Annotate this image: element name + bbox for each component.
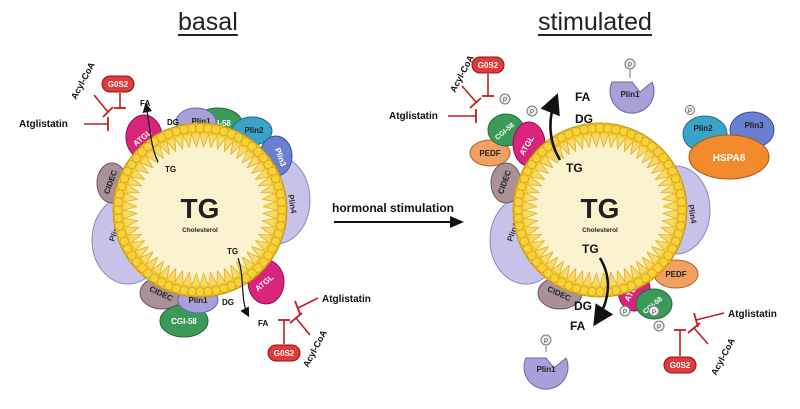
basal-acylcoa-bottom: Acyl-CoA: [301, 328, 329, 369]
phospho-5: P: [657, 325, 661, 331]
stim-tg-top: TG: [566, 161, 583, 175]
basal-arrow-tg-fa-top: [142, 102, 159, 163]
phospho-4: P: [623, 310, 627, 316]
stim-lipid-droplet: TG Cholesterol: [512, 122, 688, 298]
hspa8-plin2-label: Plin2: [693, 124, 713, 133]
basal-atglistatin-bottom: Atglistatin: [322, 294, 371, 305]
stimulated-title: stimulated: [538, 8, 652, 36]
basal-tg-top: TG: [165, 165, 176, 174]
stim-dg-bottom: DG: [574, 299, 592, 313]
stim-plin4-right-label: Plin4: [686, 204, 698, 225]
basal-core-label: TG: [181, 193, 220, 224]
stim-plin1-free-bottom: P Plin1: [523, 334, 569, 390]
basal-g0s2-top-label: G0S2: [108, 80, 129, 89]
stim-phospholipid-beads: [513, 123, 687, 297]
hspa8: [688, 134, 770, 180]
basal-fa-top: FA: [140, 99, 150, 108]
basal-atglistatin-top: Atglistatin: [19, 119, 68, 130]
phospho-8: P: [688, 109, 692, 115]
stim-pedf-top: [469, 139, 511, 167]
basal-g0s2-top: [101, 75, 135, 93]
basal-plin1-bottom-label: Plin1: [188, 296, 208, 305]
stim-g0s2-bottom: [663, 356, 697, 374]
stim-g0s2-bottom-label: G0S2: [670, 361, 691, 370]
basal-fa-bottom: FA: [258, 319, 268, 328]
basal-plin4-right-label: Plin4: [286, 194, 298, 215]
stim-cgi58-bottom: [635, 288, 673, 320]
basal-tg-bottom: TG: [227, 247, 238, 256]
hspa8-label: HSPA8: [713, 153, 746, 164]
stim-pedf-top-label: PEDF: [479, 149, 500, 158]
stim-g0s2-top-label: G0S2: [478, 61, 499, 70]
stim-arrow-tg-fa-top: [540, 93, 562, 161]
basal-dg-bottom: DG: [222, 298, 234, 307]
hormonal-stimulation-label: hormonal stimulation: [332, 201, 454, 215]
stim-tg-bottom: TG: [582, 242, 599, 256]
basal-dg-top: DG: [167, 118, 179, 127]
basal-inhib-acylcoa-top: [93, 94, 109, 113]
stim-g0s2-top: [471, 56, 505, 74]
basal-acylcoa-top: Acyl-CoA: [69, 60, 97, 101]
stim-plin1-free-top: P Plin1: [609, 58, 655, 114]
basal-core-sublabel: Cholesterol: [182, 227, 218, 234]
basal-phospholipid-beads: [113, 123, 287, 297]
stim-fa-bottom: FA: [570, 319, 586, 333]
phospho-2: P: [530, 110, 534, 116]
basal-arrow-tg-fa-bottom: [237, 257, 250, 318]
hspa8-plin3-label: Plin3: [744, 121, 764, 130]
basal-cgi58-bottom-label: CGI-58: [171, 317, 197, 326]
basal-g0s2-bottom-label: G0S2: [274, 349, 295, 358]
stim-acylcoa-top: Acyl-CoA: [448, 53, 476, 94]
stim-core-label: TG: [581, 193, 620, 224]
phospho-1: P: [503, 98, 507, 104]
stim-phospho-markers: P P P P P: [499, 93, 665, 332]
hspa8-complex: P Plin2 Plin3 HSPA8: [682, 105, 775, 180]
basal-title: basal: [178, 8, 238, 36]
stim-arrow-tg-fa-bottom: [593, 257, 614, 327]
stim-atglistatin-top: Atglistatin: [389, 111, 438, 122]
basal-plin2-label: Plin2: [244, 126, 264, 135]
stim-acylcoa-bottom: Acyl-CoA: [709, 336, 737, 377]
basal-cgi58-top-label: CGI-58: [205, 119, 231, 128]
stim-pedf-bottom-label: PEDF: [665, 270, 686, 279]
basal-g0s2-bottom: [267, 344, 301, 362]
stim-fa-top: FA: [575, 90, 591, 104]
phospho-7: P: [544, 339, 548, 345]
basal-lipid-droplet: TG Cholesterol: [112, 122, 288, 298]
basal-plin1-top-label: Plin1: [191, 117, 211, 126]
stim-atglistatin-bottom: Atglistatin: [728, 309, 777, 320]
phospho-3: P: [652, 310, 656, 316]
stim-dg-top: DG: [575, 112, 593, 126]
phospho-6: P: [628, 63, 632, 69]
stim-core-sublabel: Cholesterol: [582, 227, 618, 234]
stim-plin1-free-bottom-label: Plin1: [536, 365, 556, 374]
stim-plin1-free-top-label: Plin1: [620, 90, 640, 99]
